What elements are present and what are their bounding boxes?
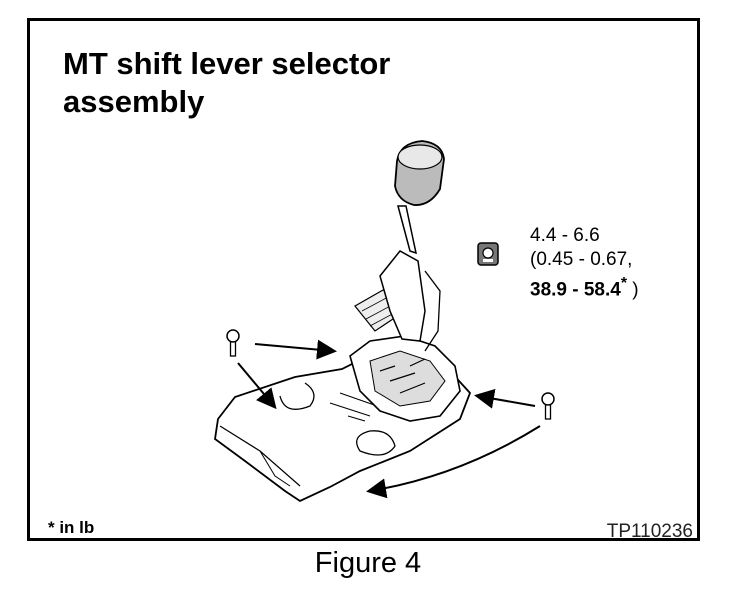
torque-spec: 4.4 - 6.6 (0.45 - 0.67, 38.9 - 58.4* ) [530,224,639,302]
shift-lever-illustration [214,140,555,503]
arrow-1 [254,339,337,360]
torque-wrench-icon [477,242,499,266]
title-line-1: MT shift lever selector [63,46,391,81]
torque-nm: 4.4 - 6.6 [530,225,600,246]
arrow-3 [474,388,536,409]
arrow-2 [237,362,277,410]
figure-frame: MT shift lever selector assembly [27,18,700,542]
torque-kgm: (0.45 - 0.67, [530,249,633,270]
lever-shaft [397,205,418,255]
torque-star: * [620,275,628,292]
unit-footnote: * in lb [48,518,95,537]
bolt-left [226,329,240,357]
figure-caption: Figure 4 [314,547,422,579]
torque-inlb: 38.9 - 58.4* ) [530,272,639,302]
torque-close-paren: ) [627,279,639,301]
title-line-2: assembly [63,84,205,119]
torque-inlb-value: 38.9 - 58.4 [530,279,621,301]
figure-title: MT shift lever selector assembly [63,45,483,121]
bolt-right [541,392,555,420]
figure-code: TP110236 [606,521,693,542]
arrow-4 [366,425,541,499]
